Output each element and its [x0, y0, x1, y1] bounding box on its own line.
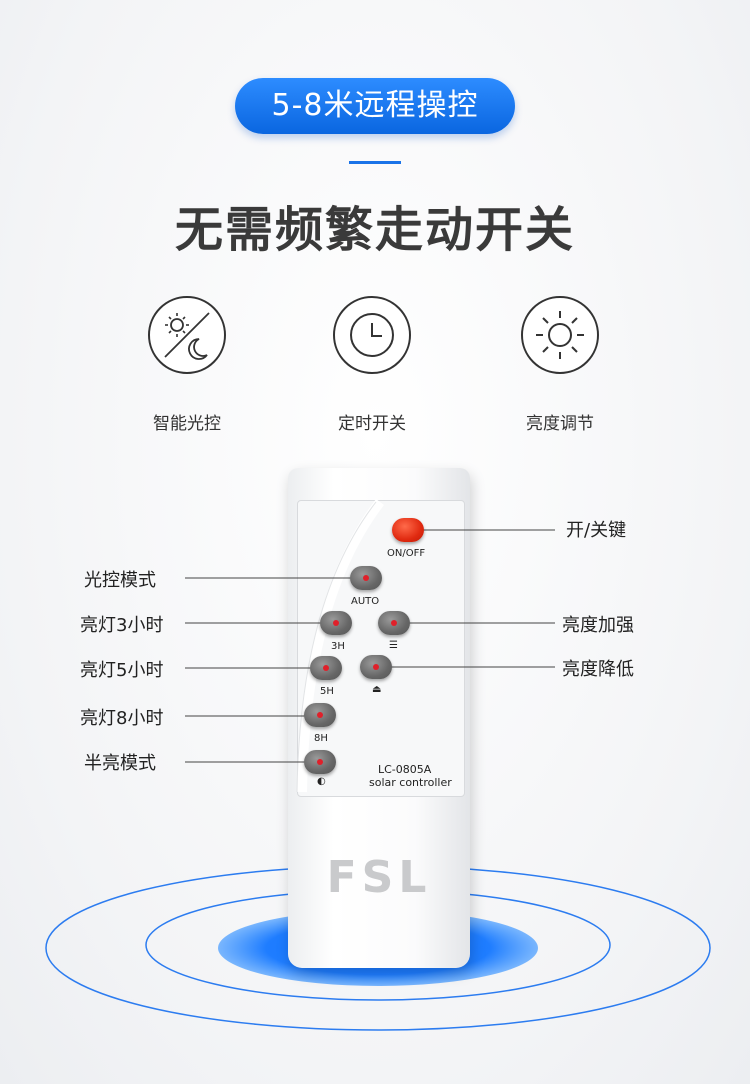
- half-mode-icon: ◐: [317, 776, 326, 787]
- sun-moon-icon: [148, 296, 226, 374]
- remote-button-panel: [297, 500, 465, 797]
- title-divider: [349, 161, 401, 164]
- half-mode-button[interactable]: [304, 750, 336, 774]
- callout-auto: 光控模式: [84, 570, 156, 591]
- power-button[interactable]: [392, 518, 424, 542]
- headline: 无需频繁走动开关: [174, 202, 575, 258]
- clock-icon: [333, 296, 411, 374]
- feature-brightness: 亮度调节: [485, 295, 635, 434]
- callout-half: 半亮模式: [84, 753, 156, 774]
- callout-down: 亮度降低: [562, 659, 634, 680]
- brand-logo: FSL: [326, 852, 432, 903]
- brightness-down-button[interactable]: [360, 655, 392, 679]
- feature-label: 亮度调节: [526, 414, 594, 434]
- brightness-icon: [521, 296, 599, 374]
- brightness-up-icon: ☰: [389, 640, 398, 651]
- timer-8h-label: 8H: [314, 733, 328, 744]
- feature-label: 智能光控: [153, 414, 221, 434]
- timer-3h-button[interactable]: [320, 611, 352, 635]
- timer-8h-button[interactable]: [304, 703, 336, 727]
- feature-timer: 定时开关: [297, 295, 447, 434]
- auto-button-label: AUTO: [351, 596, 380, 607]
- callout-8h: 亮灯8小时: [80, 708, 164, 729]
- auto-button[interactable]: [350, 566, 382, 590]
- model-number: LC-0805A: [378, 763, 432, 776]
- brightness-down-icon: ⏏: [372, 684, 382, 695]
- power-button-label: ON/OFF: [387, 548, 426, 559]
- feature-label: 定时开关: [338, 414, 406, 434]
- callout-up: 亮度加强: [562, 615, 634, 636]
- feature-light-control: 智能光控: [112, 295, 262, 434]
- timer-5h-button[interactable]: [310, 656, 342, 680]
- callout-3h: 亮灯3小时: [80, 615, 164, 636]
- callout-5h: 亮灯5小时: [80, 660, 164, 681]
- feature-pill: 5-8米远程操控: [235, 78, 515, 134]
- model-subtitle: solar controller: [369, 776, 452, 789]
- timer-5h-label: 5H: [320, 686, 334, 697]
- brightness-up-button[interactable]: [378, 611, 410, 635]
- callout-power: 开/关键: [566, 520, 627, 541]
- timer-3h-label: 3H: [331, 641, 345, 652]
